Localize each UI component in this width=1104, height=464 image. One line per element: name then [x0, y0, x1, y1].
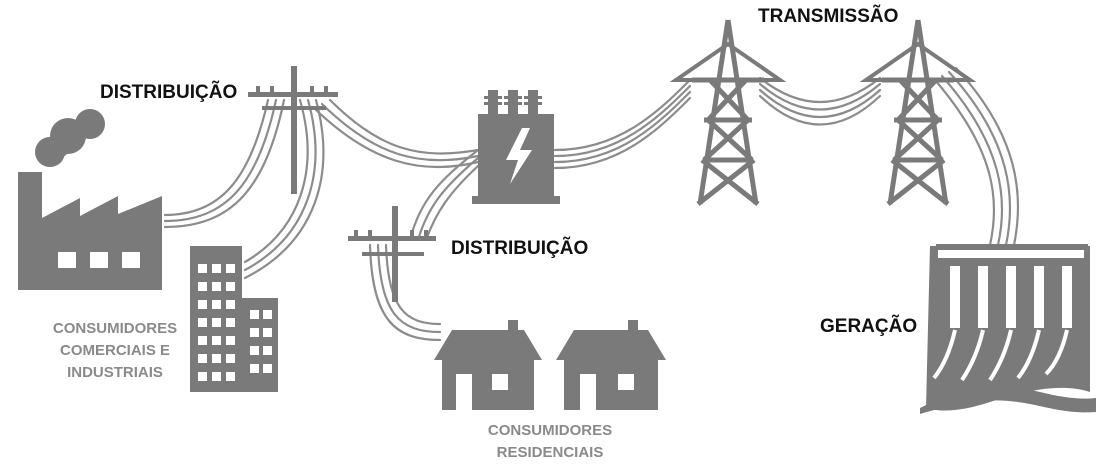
line-pole-to-building-3 — [243, 98, 325, 280]
lightning-bolt-icon — [506, 128, 532, 184]
utility-pole-mid-icon — [348, 206, 436, 302]
line-dam-to-tower-right-3 — [947, 70, 1012, 247]
transformer-icon — [472, 90, 560, 204]
label-residential-line-2: RESIDENCIAIS — [496, 444, 604, 461]
label-residential-line-1: CONSUMIDORES — [487, 422, 613, 439]
line-transformer-to-midpole-1 — [408, 148, 480, 242]
utility-pole-top-icon — [248, 66, 338, 194]
line-pole-to-building-1 — [243, 98, 309, 264]
label-distribution-top: DISTRIBUIÇÃO — [100, 82, 238, 103]
hydroelectric-dam-icon — [920, 244, 1096, 414]
label-commercial-line-3: INDUSTRIAIS — [67, 364, 163, 381]
label-distribution-mid: DISTRIBUIÇÃO — [451, 238, 589, 259]
office-building-icon — [190, 246, 278, 392]
line-tower-to-tower-4 — [758, 94, 882, 126]
house-left-icon — [434, 320, 542, 410]
line-pole-to-factory-2 — [163, 98, 278, 223]
transmission-tower-right-icon — [859, 19, 977, 206]
line-tower-to-transformer-3 — [553, 90, 692, 164]
power-lines — [163, 66, 1020, 342]
line-transformer-to-pole-3 — [312, 106, 480, 169]
line-transformer-to-midpole-3 — [424, 164, 480, 242]
label-generation: GERAÇÃO — [820, 316, 918, 337]
house-right-icon — [556, 320, 666, 410]
line-pole-to-factory-1 — [163, 98, 270, 217]
line-tower-to-tower-1 — [758, 76, 882, 104]
line-pole-to-building-2 — [243, 98, 317, 272]
line-dam-to-tower-right-2 — [940, 74, 1004, 247]
label-commercial-industrial-consumers: CONSUMIDORES COMERCIAIS E INDUSTRIAIS — [40, 318, 190, 384]
line-dam-to-tower-right-1 — [933, 78, 996, 247]
line-transformer-to-midpole-2 — [416, 156, 480, 242]
line-transformer-to-pole-1 — [328, 98, 480, 155]
label-transmission: TRANSMISSÃO — [758, 6, 899, 27]
line-dam-to-tower-right-4 — [954, 66, 1020, 247]
label-commercial-line-2: COMERCIAIS E — [59, 342, 170, 359]
transmission-tower-left-icon — [669, 19, 787, 206]
line-midpole-to-houses-3 — [384, 243, 442, 326]
line-pole-to-factory-3 — [163, 98, 286, 229]
line-midpole-to-houses-1 — [368, 243, 442, 342]
line-tower-to-tower-2 — [758, 82, 882, 111]
line-midpole-to-houses-2 — [376, 243, 442, 334]
label-commercial-line-1: CONSUMIDORES — [52, 320, 178, 337]
label-residential-consumers: CONSUMIDORES RESIDENCIAIS — [475, 420, 625, 464]
line-tower-to-transformer-2 — [553, 84, 692, 158]
line-tower-to-tower-3 — [758, 88, 882, 118]
line-tower-to-transformer-4 — [553, 96, 692, 170]
line-transformer-to-pole-2 — [320, 102, 480, 162]
factory-icon — [18, 109, 162, 290]
line-tower-to-transformer-1 — [553, 78, 692, 152]
